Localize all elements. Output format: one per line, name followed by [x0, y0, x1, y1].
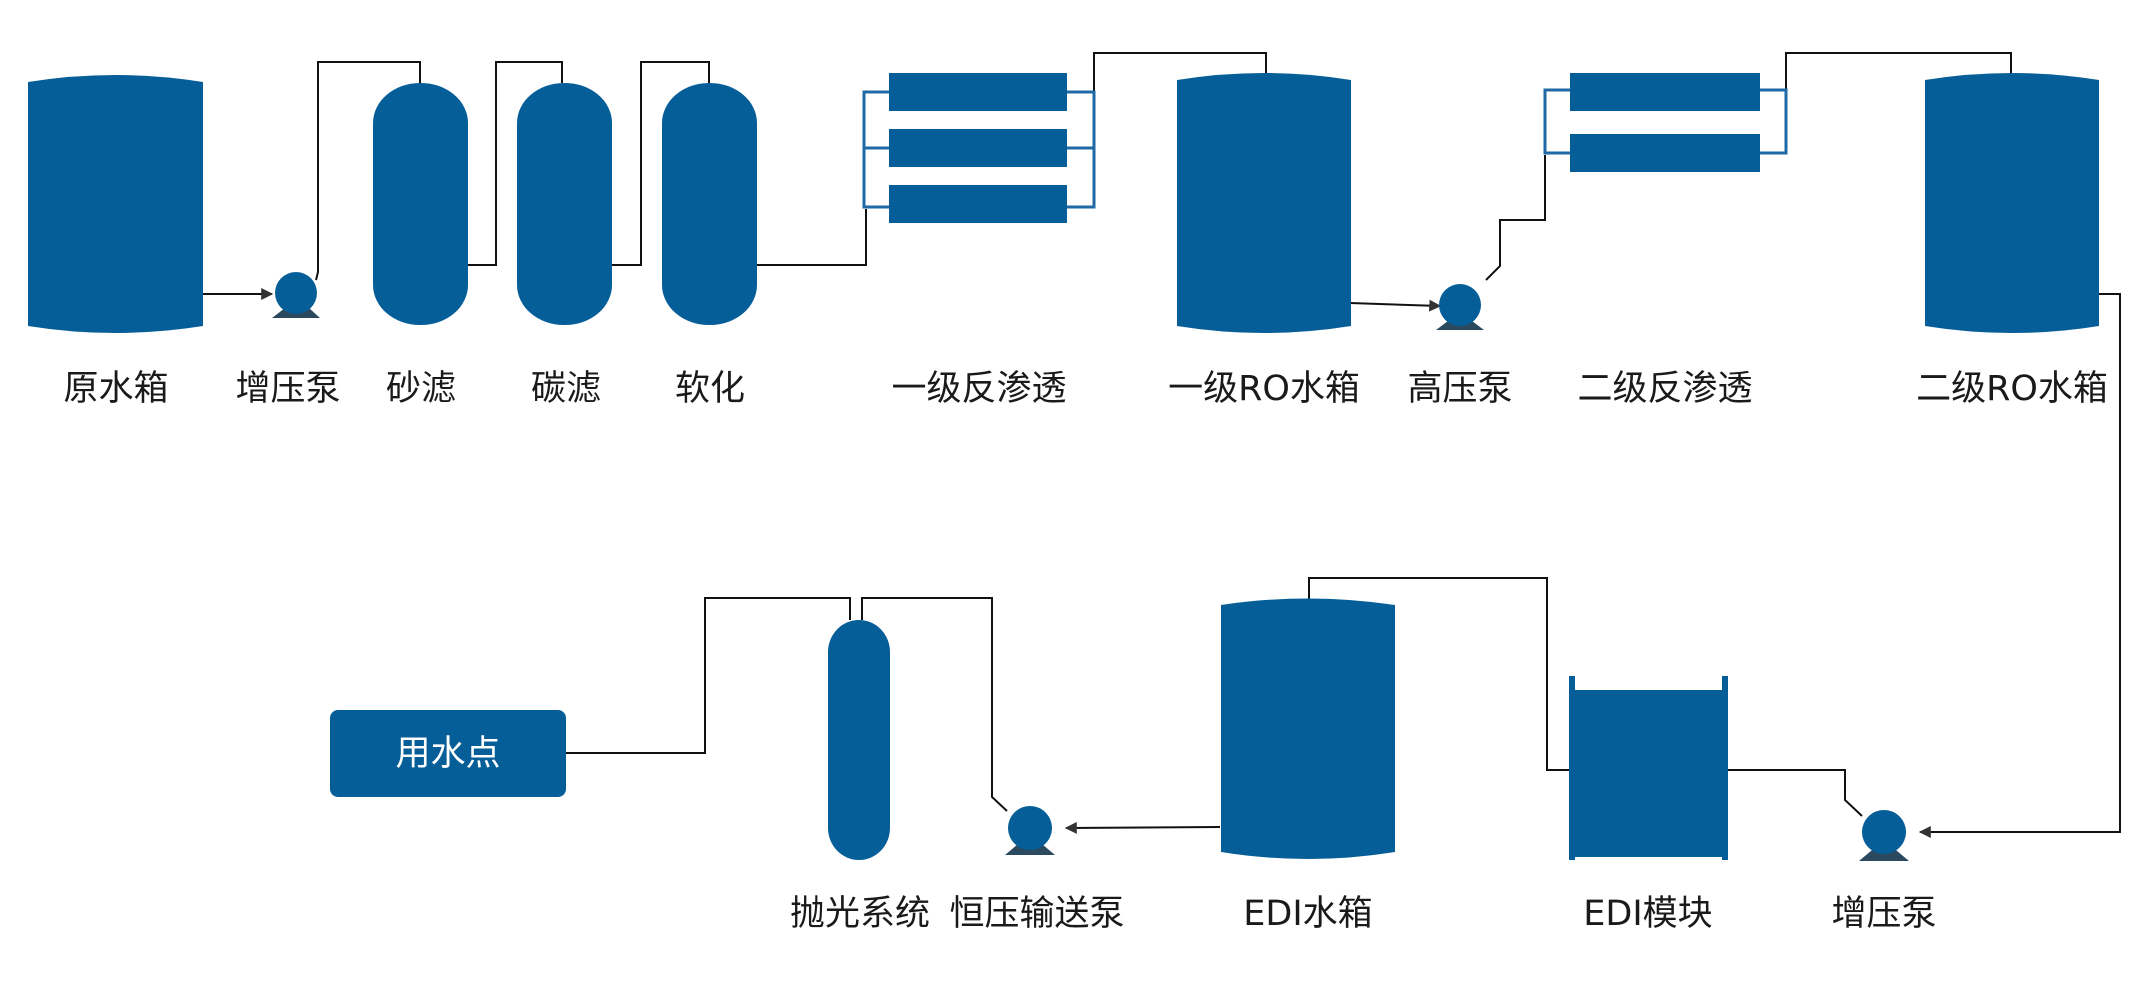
sand-filter: [373, 83, 468, 325]
pipes: [203, 52, 2121, 838]
pipe-tank2-to-pump2: [1918, 293, 2121, 838]
pipe-pump1-to-sand: [315, 61, 421, 281]
pump-body: [1862, 810, 1906, 854]
ro2-membrane-1: [1570, 73, 1760, 111]
constant-pressure-pump: [1005, 806, 1055, 855]
ro-stage-2: [1543, 73, 1788, 172]
edi-module-endplate-left: [1569, 676, 1575, 860]
const-pump-label: 恒压输送泵: [949, 894, 1124, 934]
pipe-softener-to-ro1: [757, 209, 867, 266]
edi-module-label: EDI模块: [1583, 894, 1712, 934]
edi-water-tank: [1221, 598, 1395, 859]
ro1-label: 一级反渗透: [891, 369, 1066, 409]
ro1-tank-label: 一级RO水箱: [1168, 369, 1360, 409]
booster-pump-2-label: 增压泵: [1831, 894, 1936, 934]
polishing-system: [828, 620, 890, 860]
ro1-water-tank: [1177, 73, 1351, 333]
ro2-membrane-2: [1570, 134, 1760, 172]
pump-body: [1008, 806, 1052, 850]
hp-pump-label: 高压泵: [1407, 369, 1512, 409]
ro2-tank-label: 二级RO水箱: [1916, 369, 2108, 409]
ro1-manifold-left: [862, 90, 889, 209]
pipe-pump2-to-edi: [1728, 769, 1863, 817]
booster-pump-1-label: 增压泵: [235, 369, 340, 409]
labels: 原水箱 增压泵 砂滤 碳滤 软化 一级反渗透 一级RO水箱 高压泵 二级反渗透 …: [63, 369, 2107, 934]
ro1-membrane-1: [889, 73, 1067, 111]
pipe-polishing-to-usepoint: [566, 597, 851, 754]
polishing-label: 抛光系统: [790, 894, 930, 934]
raw-tank-label: 原水箱: [63, 369, 168, 409]
edi-tank-label: EDI水箱: [1243, 894, 1372, 934]
use-point-label: 用水点: [395, 734, 500, 774]
pipe-sand-to-carbon: [468, 61, 563, 266]
pump-body: [1439, 284, 1481, 326]
use-point: 用水点: [330, 710, 566, 797]
edi-module-body: [1575, 690, 1722, 857]
pump-body: [275, 272, 317, 314]
softener-label: 软化: [675, 369, 745, 409]
ro2-manifold-left: [1543, 88, 1570, 155]
pipe-ro2-to-tank2: [1785, 52, 2012, 92]
raw-water-tank: [28, 75, 203, 333]
pipe-constpump-to-polishing: [861, 597, 1008, 812]
booster-pump-1: [272, 272, 320, 318]
softener: [662, 83, 757, 325]
high-pressure-pump: [1436, 284, 1484, 330]
ro1-manifold-right: [1067, 90, 1096, 209]
pipe-hppump-to-ro2: [1485, 155, 1546, 281]
edi-module-endplate-right: [1722, 676, 1728, 860]
ro1-membrane-2: [889, 129, 1067, 167]
ro2-water-tank: [1925, 73, 2099, 333]
pipe-editank-to-constpump: [1064, 821, 1221, 834]
pipe-ro1-to-tank1: [1093, 52, 1267, 93]
pipe-carbon-to-softener: [612, 61, 710, 266]
booster-pump-2: [1859, 810, 1909, 861]
ro2-label: 二级反渗透: [1577, 369, 1752, 409]
ro1-membrane-3: [889, 185, 1067, 223]
ro-stage-1: [862, 73, 1096, 223]
carbon-filter-label: 碳滤: [531, 369, 601, 409]
carbon-filter: [517, 83, 612, 325]
ro2-manifold-right: [1760, 88, 1788, 155]
edi-module: [1569, 676, 1728, 860]
pipe-tank1-to-hppump: [1349, 299, 1442, 312]
pipe-edi-to-edi-tank: [1308, 577, 1569, 771]
use-point-box: [330, 710, 566, 797]
sand-filter-label: 砂滤: [386, 369, 456, 409]
